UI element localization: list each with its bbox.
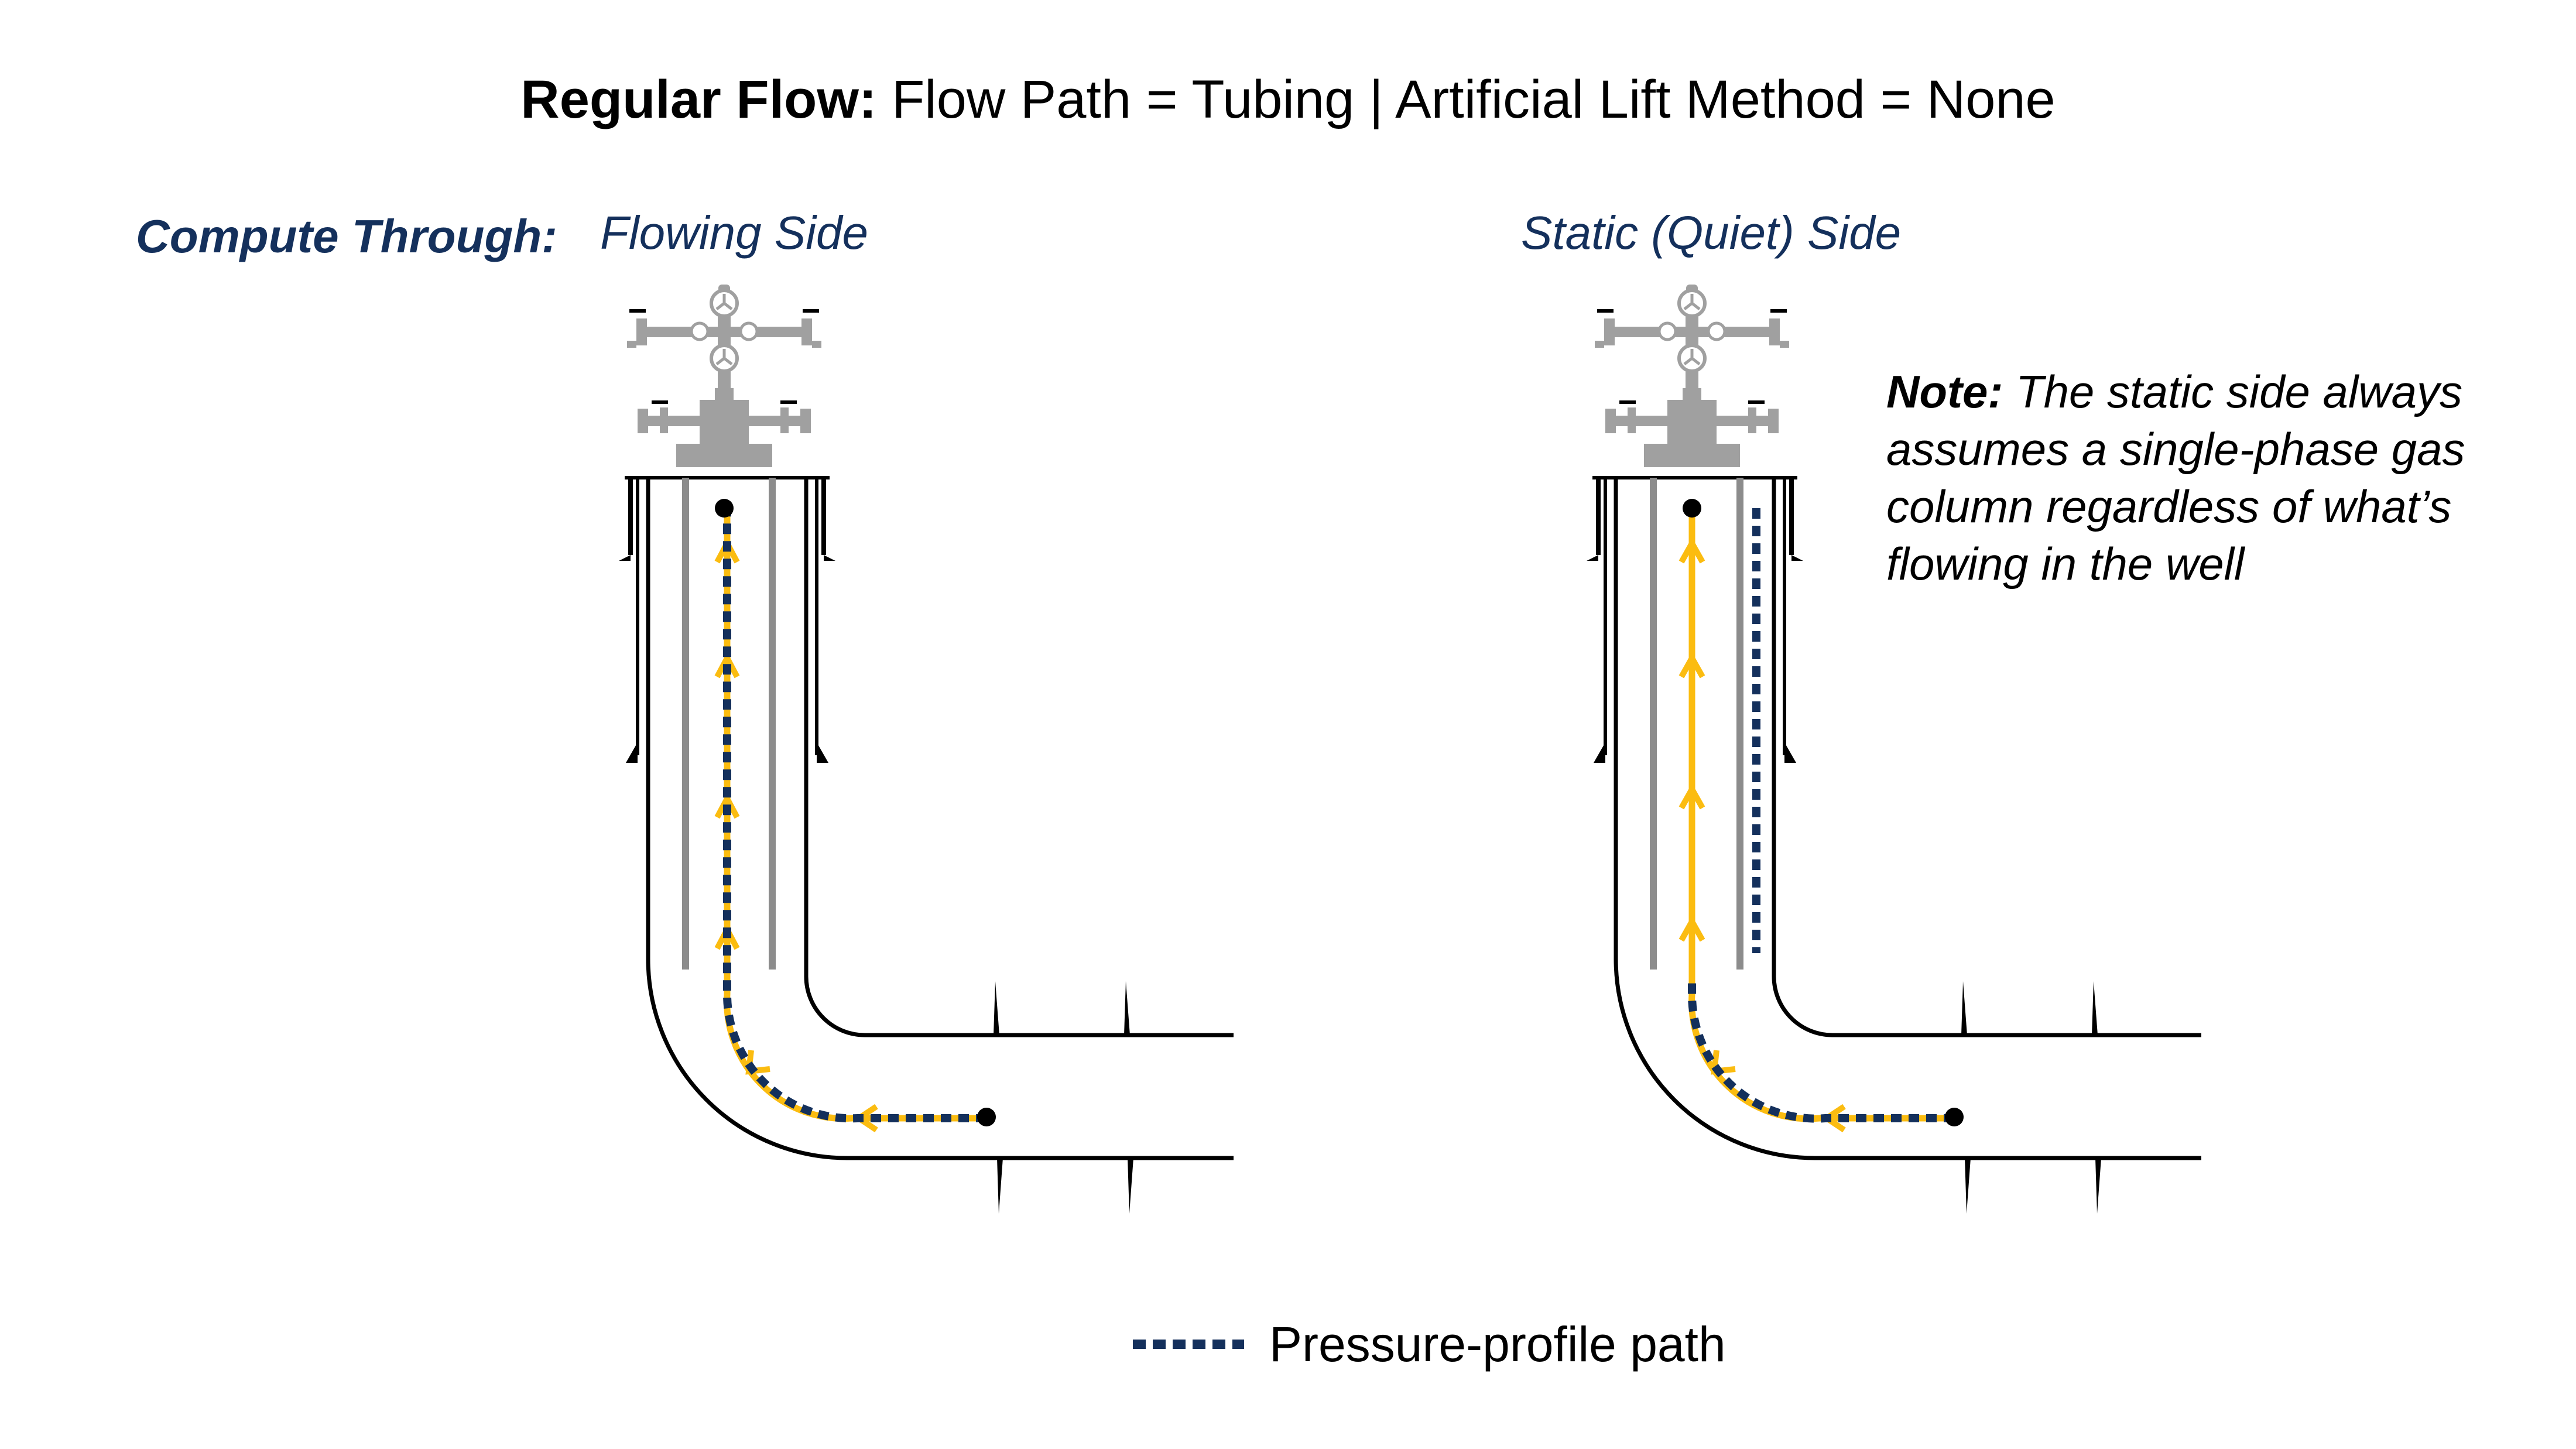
title-rest: Flow Path = Tubing | Artificial Lift Met… — [892, 70, 2056, 129]
static-side-label: Static (Quiet) Side — [1521, 207, 1902, 259]
wellhead-node — [1683, 499, 1701, 518]
wellhead-node — [715, 499, 734, 518]
diagram-title: Regular Flow: Flow Path = Tubing | Artif… — [0, 69, 2576, 131]
wellbore-icon — [619, 478, 1234, 1214]
wellbore-icon — [1587, 478, 2201, 1214]
bottomhole-node — [1945, 1108, 1964, 1126]
title-bold: Regular Flow: — [520, 70, 877, 129]
wellhead-icon — [1595, 285, 1789, 467]
note-body: The static side always assumes a single-… — [1886, 366, 2465, 590]
bottomhole-node — [977, 1108, 996, 1126]
note-text: Note: The static side always assumes a s… — [1886, 363, 2560, 592]
static-side-well — [1587, 285, 2201, 1214]
compute-through-label: Compute Through: — [136, 210, 557, 262]
note-bold: Note: — [1886, 366, 2003, 417]
pressure-profile-path — [722, 508, 986, 1123]
flowing-side-well — [619, 285, 1234, 1214]
pressure-profile-path — [1687, 977, 1954, 1123]
wellhead-icon — [627, 285, 821, 467]
flowing-side-label: Flowing Side — [600, 207, 869, 259]
legend-label: Pressure-profile path — [1269, 1317, 1726, 1372]
